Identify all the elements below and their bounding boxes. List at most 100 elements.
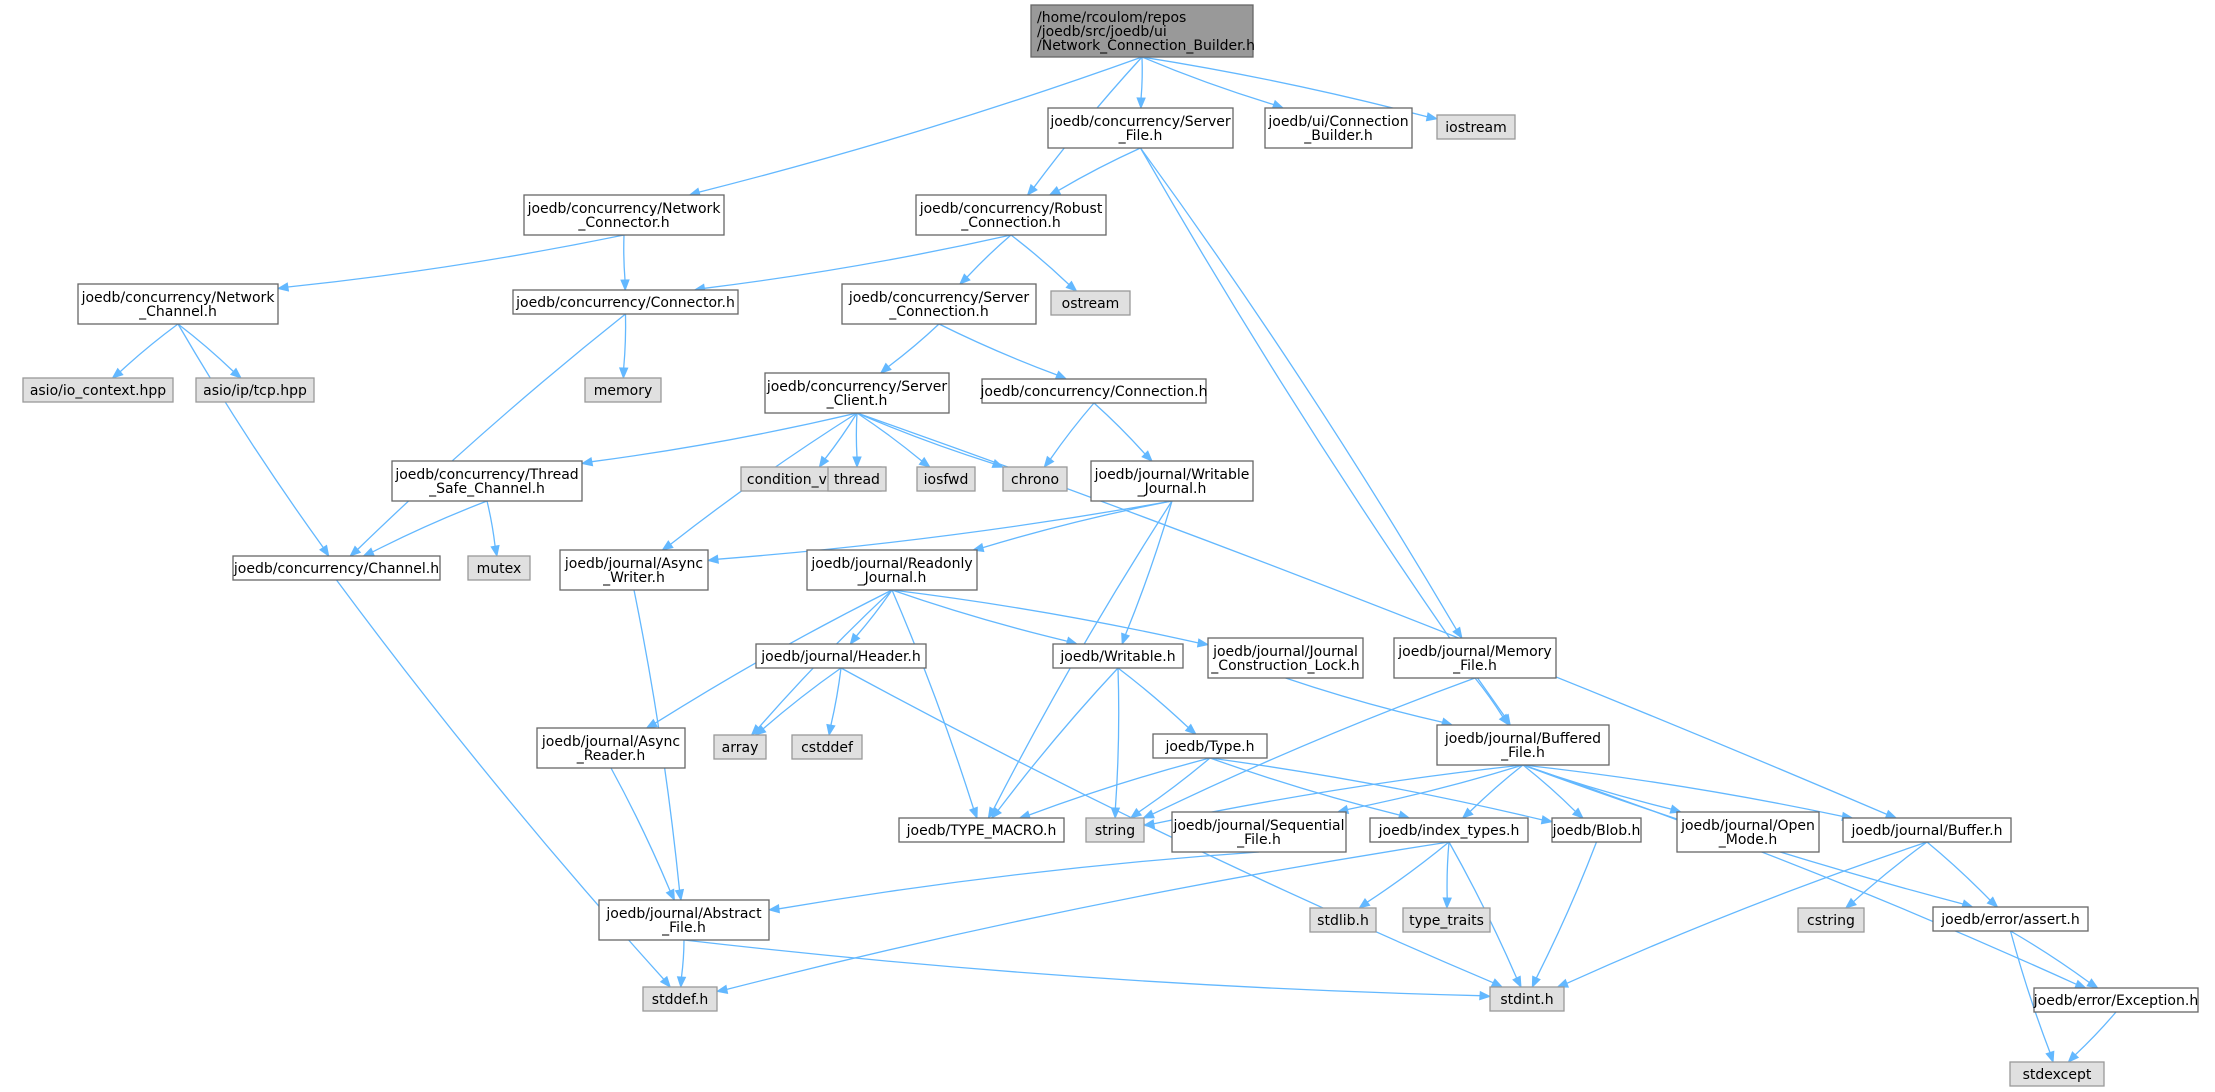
node-label-line: /home/rcoulom/repos bbox=[1037, 10, 1186, 26]
edge-arrowhead bbox=[229, 367, 243, 379]
edge-arrowhead bbox=[1184, 723, 1197, 735]
edge-server_conn-to-connection bbox=[938, 323, 1068, 380]
edge-assert-to-exception bbox=[2010, 930, 2099, 989]
node-channel[interactable]: joedb/concurrency/Channel.h bbox=[232, 555, 441, 581]
node-memory-file[interactable]: joedb/journal/Memory_File.h bbox=[1393, 637, 1557, 679]
edge-server_file-to-robust_conn bbox=[1048, 147, 1141, 196]
edge-line bbox=[856, 412, 994, 465]
node-type-macro[interactable]: joedb/TYPE_MACRO.h bbox=[898, 817, 1065, 843]
node-box bbox=[584, 377, 662, 403]
edge-arrowhead bbox=[1110, 807, 1121, 820]
node-box bbox=[1932, 906, 2089, 932]
edge-arrowhead bbox=[1026, 183, 1038, 197]
node-thread-safe[interactable]: joedb/concurrency/Thread_Safe_Channel.h bbox=[391, 460, 583, 502]
node-net-channel[interactable]: joedb/concurrency/Network_Channel.h bbox=[77, 283, 279, 325]
node-box bbox=[1264, 107, 1413, 149]
node-ui-conn-builder[interactable]: joedb/ui/Connection_Builder.h bbox=[1264, 107, 1413, 149]
node-assert[interactable]: joedb/error/assert.h bbox=[1932, 906, 2089, 932]
edge-writable-to-string bbox=[1110, 667, 1121, 820]
edge-line bbox=[683, 939, 1481, 997]
node-label-line: _Construction_Lock.h bbox=[1210, 658, 1359, 674]
node-writable-journal[interactable]: joedb/journal/Writable_Journal.h bbox=[1090, 460, 1254, 502]
edge-arrowhead bbox=[661, 540, 674, 551]
edge-arrowhead bbox=[1043, 455, 1055, 469]
edge-line bbox=[698, 56, 1143, 193]
node-writable[interactable]: joedb/Writable.h bbox=[1052, 643, 1184, 669]
node-box bbox=[77, 283, 279, 325]
edge-arrowhead bbox=[1065, 280, 1078, 292]
node-memory: memory bbox=[584, 377, 662, 403]
edge-line bbox=[610, 767, 671, 892]
node-readonly-journal[interactable]: joedb/journal/Readonly_Journal.h bbox=[806, 549, 978, 591]
node-label-line: joedb/concurrency/Connector.h bbox=[515, 295, 735, 311]
node-label-line: joedb/journal/Async bbox=[564, 556, 703, 572]
edge-line bbox=[966, 234, 1012, 278]
edge-line bbox=[1138, 757, 1211, 813]
node-label-line: _File.h bbox=[1452, 658, 1497, 674]
edge-arrowhead bbox=[968, 806, 978, 820]
edge-header-to-array bbox=[754, 667, 842, 736]
node-server-conn[interactable]: joedb/concurrency/Server_Connection.h bbox=[841, 283, 1037, 325]
edge-blob-to-stdint bbox=[1531, 841, 1598, 989]
node-asio-tcp: asio/ip/tcp.hpp bbox=[195, 377, 315, 403]
edge-line bbox=[1926, 841, 1991, 901]
node-label-line: _Connection.h bbox=[960, 215, 1061, 231]
node-async-writer[interactable]: joedb/journal/Async_Writer.h bbox=[559, 549, 709, 591]
node-open-mode[interactable]: joedb/journal/Open_Mode.h bbox=[1676, 811, 1820, 853]
node-sequential-file[interactable]: joedb/journal/Sequential_File.h bbox=[1171, 811, 1347, 853]
edge-server_client-to-thread_safe bbox=[580, 412, 858, 467]
node-type[interactable]: joedb/Type.h bbox=[1152, 733, 1268, 759]
node-connector[interactable]: joedb/concurrency/Connector.h bbox=[512, 289, 739, 315]
edge-arrowhead bbox=[1358, 898, 1371, 909]
node-jcl[interactable]: joedb/journal/Journal_Construction_Lock.… bbox=[1207, 637, 1364, 679]
edge-line bbox=[1853, 841, 1928, 903]
edge-abstract_file-to-stdint bbox=[683, 939, 1492, 1001]
edge-line bbox=[1010, 234, 1070, 285]
node-buffer[interactable]: joedb/journal/Buffer.h bbox=[1842, 817, 2012, 843]
node-net-connector[interactable]: joedb/concurrency/Network_Connector.h bbox=[523, 194, 725, 236]
edge-arrowhead bbox=[1141, 450, 1153, 462]
edge-arrowhead bbox=[111, 367, 124, 379]
node-blob[interactable]: joedb/Blob.h bbox=[1551, 817, 1642, 843]
node-box bbox=[1030, 4, 1254, 58]
node-box bbox=[1676, 811, 1820, 853]
node-label-line: ostream bbox=[1062, 296, 1120, 312]
edge-line bbox=[1469, 764, 1524, 812]
edge-arrowhead bbox=[1556, 978, 1570, 988]
edge-arrowhead bbox=[1136, 97, 1146, 110]
node-box bbox=[1842, 817, 2012, 843]
node-label-line: _Mode.h bbox=[1718, 832, 1777, 848]
node-buffered-file[interactable]: joedb/journal/Buffered_File.h bbox=[1436, 724, 1610, 766]
node-abstract-file[interactable]: joedb/journal/Abstract_File.h bbox=[598, 899, 770, 941]
node-box bbox=[1050, 290, 1131, 316]
edge-arrowhead bbox=[849, 632, 861, 646]
edge-readonly_journal-to-jcl bbox=[891, 589, 1210, 648]
node-header[interactable]: joedb/journal/Header.h bbox=[755, 643, 927, 669]
edge-assert-to-stdexcept bbox=[2009, 930, 2055, 1064]
edge-server_client-to-thread bbox=[852, 412, 862, 469]
node-label-line: _Journal.h bbox=[857, 570, 927, 586]
node-root[interactable]: /home/rcoulom/repos/joedb/src/joedb/ui/N… bbox=[1030, 4, 1255, 58]
edge-header-to-cstddef bbox=[826, 667, 842, 737]
node-label-line: joedb/journal/Sequential bbox=[1172, 818, 1344, 834]
edge-line bbox=[1139, 147, 1506, 717]
node-label-line: joedb/journal/Memory bbox=[1397, 644, 1551, 660]
node-connection[interactable]: joedb/concurrency/Connection.h bbox=[980, 378, 1208, 404]
node-label-line: joedb/Blob.h bbox=[1552, 823, 1641, 839]
node-server-client[interactable]: joedb/concurrency/Server_Client.h bbox=[764, 372, 950, 414]
node-exception[interactable]: joedb/error/Exception.h bbox=[2033, 987, 2199, 1013]
edge-arrowhead bbox=[852, 456, 862, 469]
node-server-file[interactable]: joedb/concurrency/Server_File.h bbox=[1047, 107, 1234, 149]
node-box bbox=[1052, 643, 1184, 669]
edge-root-to-ui_conn_builder bbox=[1141, 56, 1285, 109]
node-index-types[interactable]: joedb/index_types.h bbox=[1369, 817, 1529, 843]
node-label-line: iosfwd bbox=[924, 472, 969, 488]
node-async-reader[interactable]: joedb/journal/Async_Reader.h bbox=[536, 727, 686, 769]
node-robust-conn[interactable]: joedb/concurrency/Robust_Connection.h bbox=[915, 194, 1107, 236]
edge-line bbox=[1522, 764, 1672, 810]
edge-net_channel-to-asio_tcp bbox=[177, 323, 243, 379]
node-box bbox=[1047, 107, 1234, 149]
node-label-line: _Channel.h bbox=[138, 304, 217, 320]
edge-readonly_journal-to-writable bbox=[891, 589, 1079, 646]
